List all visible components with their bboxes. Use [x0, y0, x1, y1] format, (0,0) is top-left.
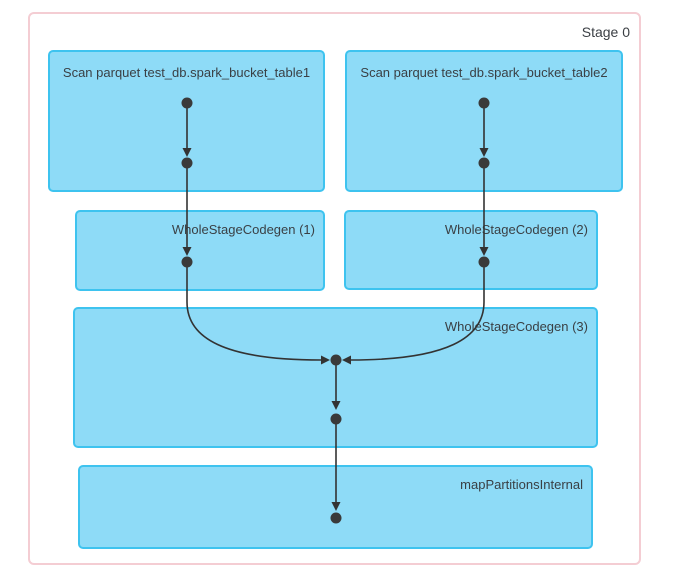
cluster-scan-parquet-table2[interactable]: Scan parquet test_db.spark_bucket_table2	[345, 50, 623, 192]
cluster-scan-parquet-table1[interactable]: Scan parquet test_db.spark_bucket_table1	[48, 50, 325, 192]
cluster-wholestagecodegen-2[interactable]: WholeStageCodegen (2)	[344, 210, 598, 290]
cluster-label: WholeStageCodegen (1)	[171, 222, 315, 237]
cluster-label: Scan parquet test_db.spark_bucket_table1	[62, 65, 311, 80]
stage-label: Stage 0	[581, 24, 630, 40]
cluster-wholestagecodegen-3[interactable]: WholeStageCodegen (3)	[73, 307, 598, 448]
cluster-label: WholeStageCodegen (2)	[444, 222, 588, 237]
cluster-label: Scan parquet test_db.spark_bucket_table2	[360, 65, 608, 80]
cluster-mappartitionsinternal[interactable]: mapPartitionsInternal	[78, 465, 593, 549]
cluster-label: WholeStageCodegen (3)	[444, 319, 588, 334]
cluster-label: mapPartitionsInternal	[460, 477, 583, 492]
cluster-wholestagecodegen-1[interactable]: WholeStageCodegen (1)	[75, 210, 325, 291]
